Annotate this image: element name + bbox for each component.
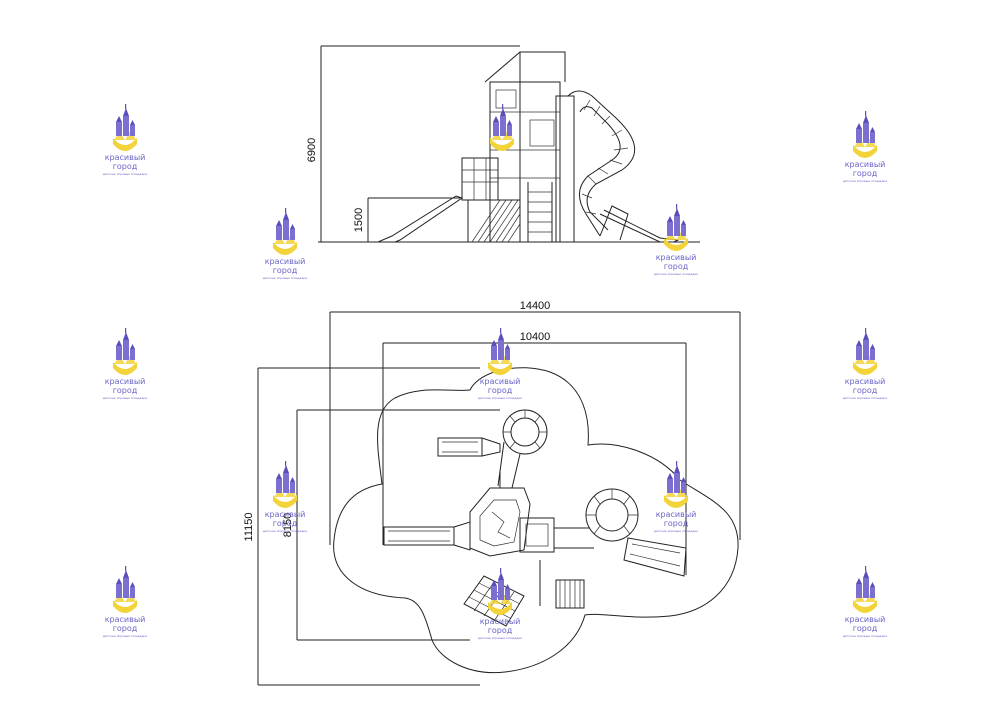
watermark: красивый город детские игровые площадки: [478, 568, 522, 640]
svg-text:детские игровые площадки: детские игровые площадки: [843, 634, 887, 638]
svg-text:красивый: красивый: [265, 510, 306, 519]
svg-text:город: город: [853, 624, 878, 633]
svg-text:красивый: красивый: [105, 153, 146, 162]
elevation-stairs: [467, 199, 521, 243]
svg-text:детские игровые площадки: детские игровые площадки: [478, 636, 522, 640]
dim-6900-label: 6900: [306, 138, 318, 162]
svg-text:красивый: красивый: [480, 377, 521, 386]
watermark: красивый город детские игровые площадки: [478, 328, 522, 400]
climbing-net: [461, 157, 499, 201]
plan-tube-slide-top: [497, 409, 548, 489]
watermark-logos: красивый город детские игровые площадки …: [103, 104, 887, 640]
plan-slide-top: [437, 437, 501, 457]
watermark: красивый город детские игровые площадки: [843, 328, 887, 400]
svg-text:детские игровые площадки: детские игровые площадки: [263, 276, 307, 280]
svg-text:город: город: [853, 169, 878, 178]
watermark: красивый город детские игровые площадки: [263, 461, 307, 533]
svg-text:город: город: [488, 626, 513, 635]
right-slide: [599, 209, 680, 243]
svg-text:город: город: [488, 386, 513, 395]
plan-stairs: [539, 560, 585, 609]
watermark: красивый город детские игровые площадки: [103, 104, 147, 176]
watermark: красивый город детские игровые площадки: [654, 204, 698, 276]
watermark: красивый город детские игровые площадки: [263, 208, 307, 280]
svg-text:красивый: красивый: [845, 615, 886, 624]
plan-slide-left: [383, 521, 471, 551]
svg-text:город: город: [273, 519, 298, 528]
svg-text:город: город: [113, 162, 138, 171]
svg-text:красивый: красивый: [656, 510, 697, 519]
svg-text:красивый: красивый: [656, 253, 697, 262]
watermark: красивый город детские игровые площадки: [103, 328, 147, 400]
plan-slide-right: [623, 537, 687, 577]
watermark: [490, 104, 514, 151]
svg-text:красивый: красивый: [480, 617, 521, 626]
left-slide: [377, 195, 464, 243]
dim-1500-label: 1500: [353, 208, 365, 232]
svg-text:детские игровые площадки: детские игровые площадки: [843, 396, 887, 400]
watermark: красивый город детские игровые площадки: [843, 111, 887, 183]
svg-text:город: город: [113, 624, 138, 633]
elevation-view: 6900 1500: [306, 45, 700, 243]
tube-slide: [567, 90, 636, 241]
svg-text:красивый: красивый: [845, 377, 886, 386]
svg-text:детские игровые площадки: детские игровые площадки: [654, 272, 698, 276]
plan-view: 14400 10400 11150 8150: [243, 300, 741, 686]
safety-zone-outline: [333, 367, 739, 674]
watermark: красивый город детские игровые площадки: [654, 461, 698, 533]
dim-8150-label: 8150: [282, 513, 294, 537]
dim-10400-label: 10400: [520, 331, 551, 343]
svg-text:город: город: [853, 386, 878, 395]
svg-text:город: город: [113, 386, 138, 395]
dim-14400-label: 14400: [520, 300, 551, 312]
svg-text:детские игровые площадки: детские игровые площадки: [263, 529, 307, 533]
svg-text:детские игровые площадки: детские игровые площадки: [103, 172, 147, 176]
svg-text:детские игровые площадки: детские игровые площадки: [654, 529, 698, 533]
plan-tube-slide-right: [554, 488, 639, 549]
svg-text:детские игровые площадки: детские игровые площадки: [103, 634, 147, 638]
svg-text:детские игровые площадки: детские игровые площадки: [478, 396, 522, 400]
svg-text:город: город: [273, 266, 298, 275]
svg-text:красивый: красивый: [265, 257, 306, 266]
svg-text:город: город: [664, 262, 689, 271]
svg-text:красивый: красивый: [845, 160, 886, 169]
watermark: красивый город детские игровые площадки: [843, 566, 887, 638]
svg-text:красивый: красивый: [105, 615, 146, 624]
watermark: красивый город детские игровые площадки: [103, 566, 147, 638]
svg-text:красивый: красивый: [105, 377, 146, 386]
svg-text:детские игровые площадки: детские игровые площадки: [843, 179, 887, 183]
dim-11150-label: 11150: [243, 513, 255, 542]
svg-text:город: город: [664, 519, 689, 528]
central-platform: [469, 470, 555, 557]
svg-text:детские игровые площадки: детские игровые площадки: [103, 396, 147, 400]
